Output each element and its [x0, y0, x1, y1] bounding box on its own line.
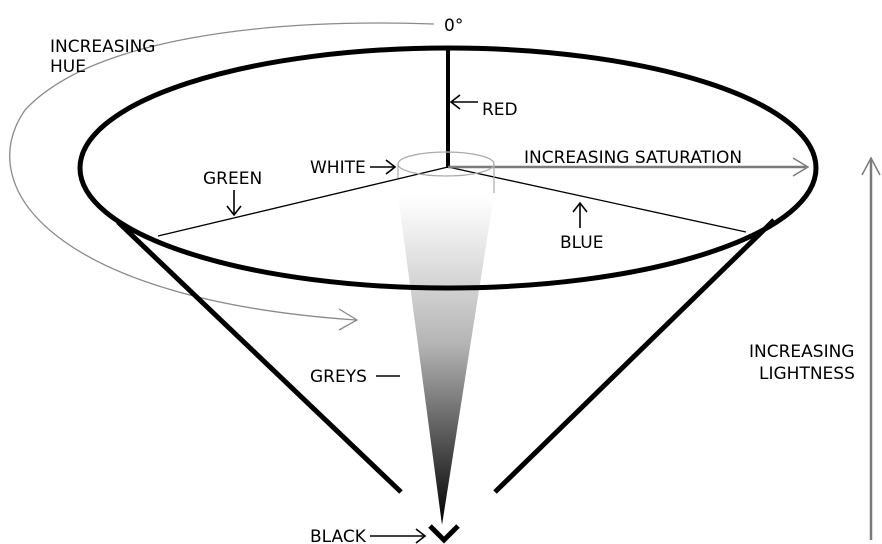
- increasing-lightness-label-line1: INCREASING: [749, 342, 854, 362]
- lightness-arrow-head: [861, 156, 881, 176]
- increasing-saturation-label: INCREASING SATURATION: [524, 148, 742, 168]
- white-label: WHITE: [310, 158, 366, 178]
- blue-label: BLUE: [560, 233, 603, 253]
- red-pointer: [449, 94, 478, 110]
- greys-column: [398, 195, 494, 525]
- increasing-hue-label-line1: INCREASING: [50, 37, 155, 57]
- increasing-lightness-label-line2: LIGHTNESS: [759, 364, 855, 384]
- hue-arrow: [9, 22, 435, 321]
- cone-right-side: [493, 218, 776, 494]
- blue-radius: [447, 166, 747, 233]
- white-pointer: [370, 159, 397, 175]
- saturation-arrow-head: [792, 157, 810, 177]
- zero-degrees-label: 0°: [444, 16, 463, 36]
- cone-left-side: [116, 220, 403, 494]
- green-label: GREEN: [203, 169, 262, 189]
- white-cylinder: [397, 151, 495, 193]
- green-radius: [157, 166, 449, 237]
- black-label: BLACK: [310, 527, 367, 544]
- greys-label: GREYS: [310, 367, 367, 387]
- increasing-hue-label-line2: HUE: [50, 57, 86, 77]
- black-pointer: [370, 528, 427, 544]
- blue-pointer: [572, 201, 588, 228]
- red-label: RED: [482, 100, 518, 120]
- white-cylinder-base: [397, 163, 495, 177]
- hue-arrow-head: [338, 308, 359, 331]
- green-pointer: [226, 190, 242, 217]
- black-apex-marker: [428, 524, 460, 544]
